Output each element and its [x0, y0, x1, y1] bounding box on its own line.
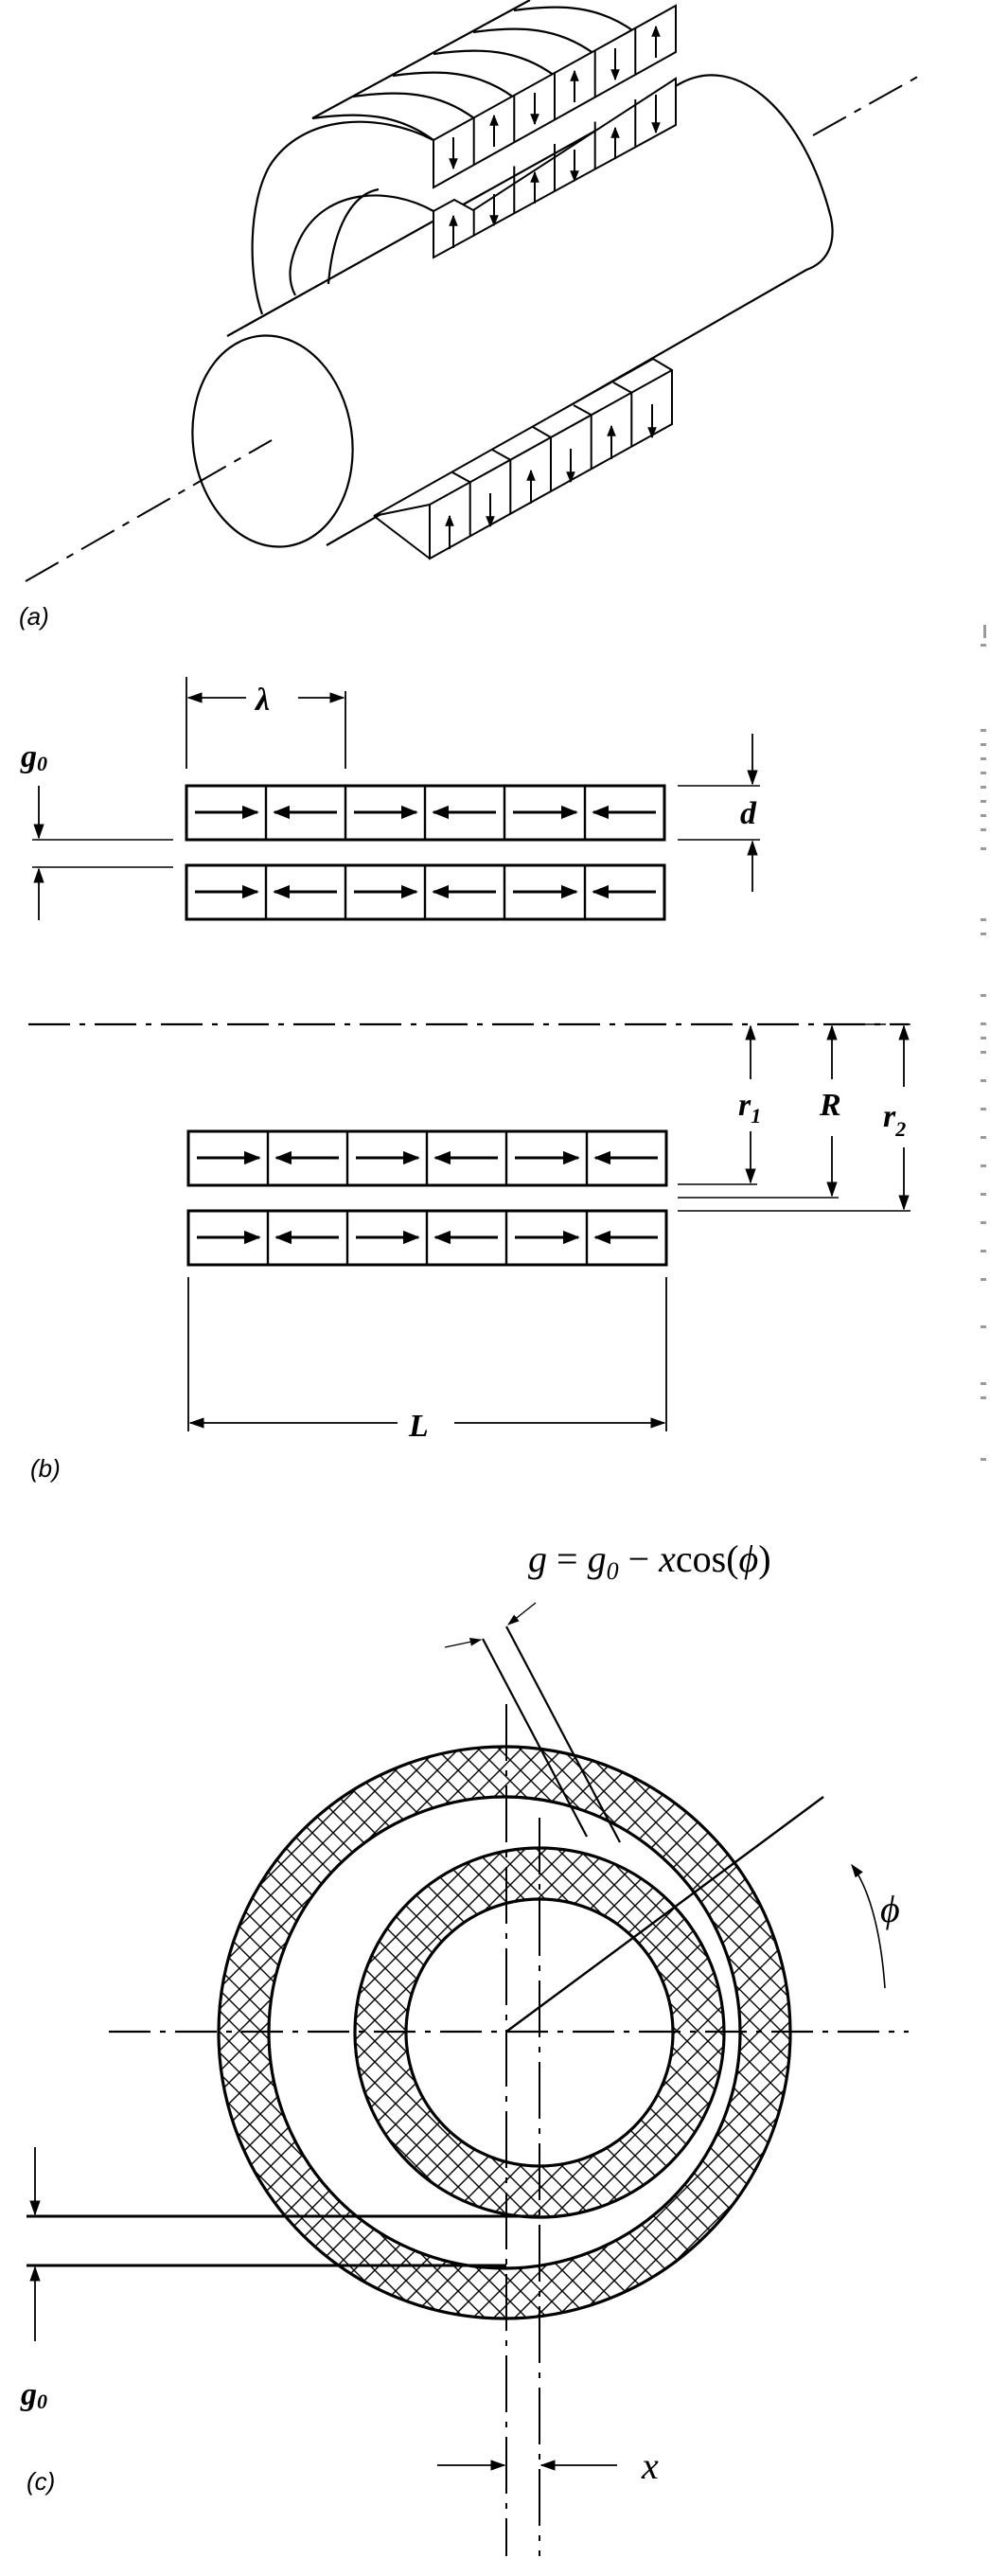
upper-magnet-arcs [251, 0, 636, 315]
center-lines-c [109, 1704, 909, 2556]
r1-label: r1 [738, 1088, 761, 1128]
radius-dimensions: r1 R r2 [678, 1023, 910, 1212]
r2-label: r2 [883, 1099, 906, 1141]
g0-dimension-c: g0 [20, 2147, 539, 2413]
axis-line-back [812, 73, 924, 136]
lambda-label: λ [254, 683, 270, 718]
g0-label-c: g0 [20, 2377, 47, 2413]
magnet-row-lower-2 [186, 1209, 668, 1267]
panel-label-a: (a) [19, 602, 49, 631]
g0-label-b: g0 [20, 739, 47, 775]
L-label: L [408, 1409, 429, 1444]
phi-angle: ϕ [505, 1796, 900, 2033]
panel-c: g = g0 − xcos(ϕ) [20, 1537, 909, 2556]
magnet-row-upper-2 [185, 863, 666, 921]
upper-row-bottom-arrows [449, 95, 661, 248]
d-label: d [740, 796, 757, 831]
shaft-cylinder [191, 74, 834, 548]
panel-b: λ g0 d [20, 677, 910, 1483]
magnet-row-lower-1 [186, 1129, 668, 1187]
page-bleed-marks [969, 606, 990, 1837]
L-dimension: L [187, 1277, 667, 1444]
axis-line-front [25, 439, 273, 582]
d-dimension: d [678, 734, 760, 892]
lower-magnet-array [373, 357, 673, 560]
lower-array-arrows [445, 404, 657, 549]
R-label: R [819, 1088, 841, 1123]
x-displacement: x [437, 2444, 659, 2487]
panel-a: (a) [19, 0, 924, 631]
panel-label-b: (b) [30, 1454, 61, 1483]
magnet-row-upper-1 [185, 784, 666, 842]
phi-label: ϕ [880, 1888, 900, 1930]
upper-row-top-arrows [449, 25, 661, 170]
g0-dimension-b: g0 [20, 739, 173, 920]
lambda-dimension: λ [186, 677, 346, 769]
gap-equation: g = g0 − xcos(ϕ) [528, 1537, 771, 1585]
panel-label-c: (c) [27, 2467, 55, 2496]
x-label: x [641, 2444, 659, 2487]
